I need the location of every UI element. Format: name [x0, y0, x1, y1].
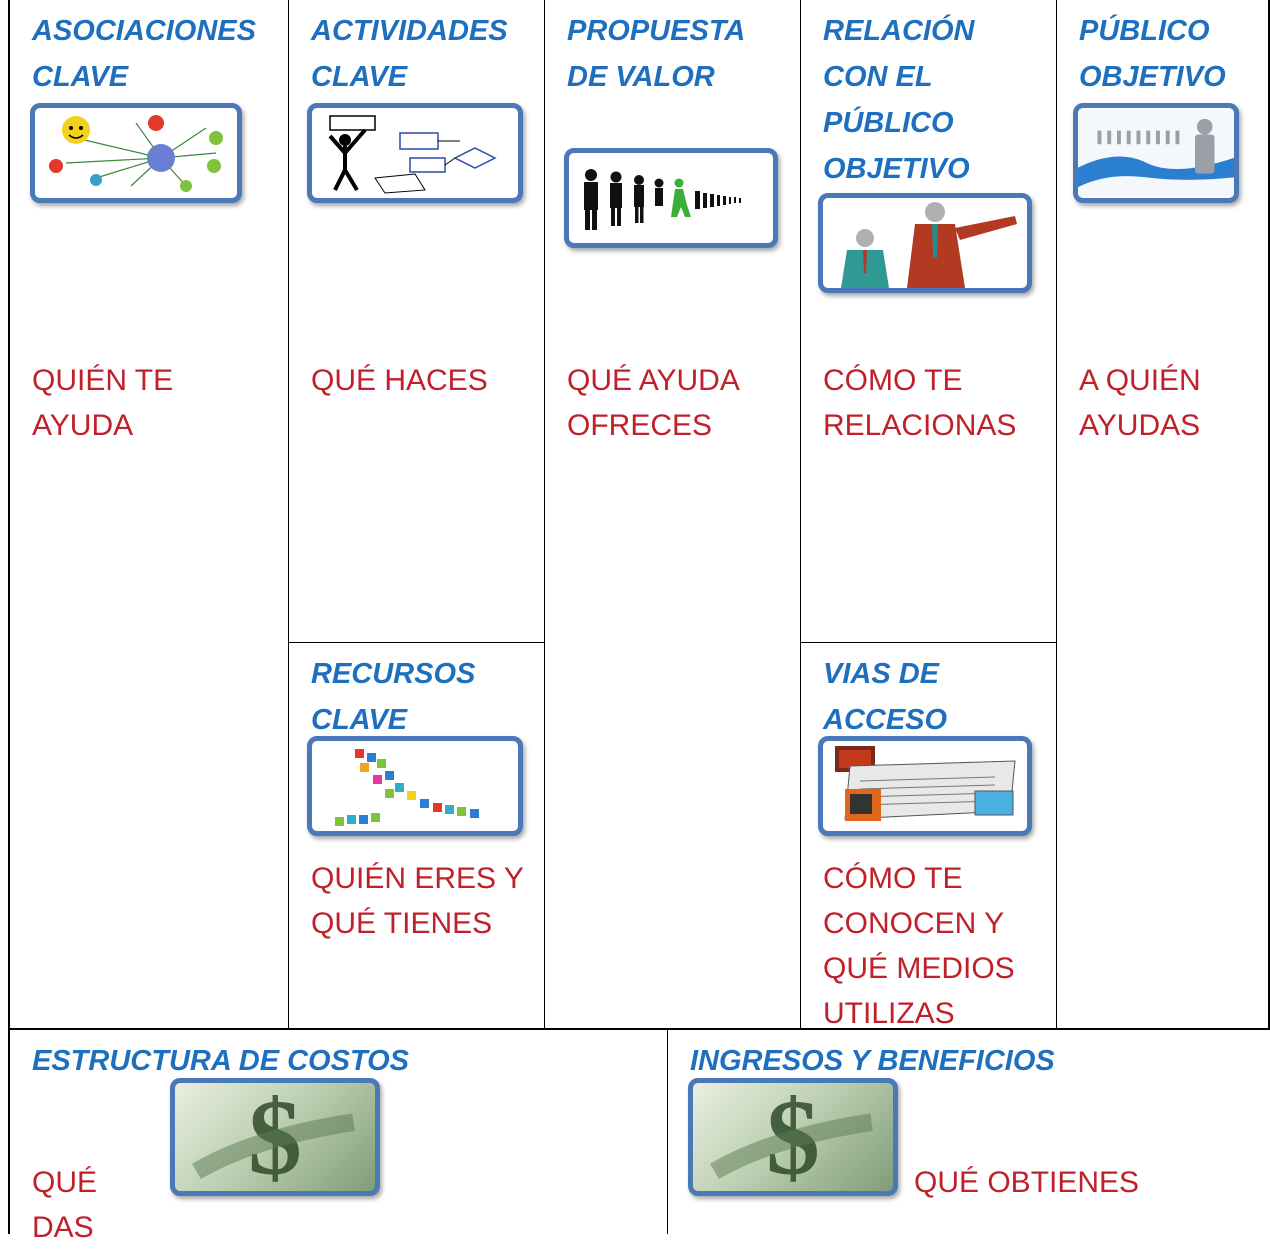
dollar-sign-icon: $ — [688, 1078, 898, 1196]
cell-body: CÓMO TE RELACIONAS — [801, 350, 1056, 448]
people-queue-icon — [564, 148, 778, 248]
cell-body: A QUIÉN AYUDAS — [1057, 350, 1268, 448]
cell-ingresos-y-beneficios: INGRESOS Y BENEFICIOS — [668, 1030, 1268, 1234]
section-body: QUÉ HACES — [311, 364, 488, 397]
section-body: QUIÉN ERES Y — [311, 862, 524, 895]
grid-line — [1268, 0, 1270, 1030]
grid-line — [1056, 0, 1057, 1028]
dollar-sign-icon: $ — [170, 1078, 380, 1196]
cell-body: QUÉ DAS — [10, 1152, 170, 1250]
cell-body: QUIÉN TE AYUDA — [10, 350, 288, 448]
grid-line — [800, 642, 1056, 643]
cell-body: QUÉ HACES — [289, 350, 544, 403]
crowd-road-icon — [1073, 103, 1239, 203]
grid-line — [8, 0, 10, 1234]
grid-line — [8, 1028, 1270, 1030]
flowchart-icon — [307, 103, 523, 203]
section-body: QUÉ OBTIENES — [914, 1166, 1140, 1199]
section-body: UTILIZAS — [823, 997, 955, 1030]
section-title: ESTRUCTURA DE COSTOS — [32, 1045, 410, 1077]
cell-body: QUÉ AYUDA OFRECES — [545, 350, 800, 448]
media-newspaper-tv-icon — [818, 736, 1032, 836]
section-body: CONOCEN Y — [823, 907, 1005, 940]
cell-body: CÓMO TE CONOCEN Y QUÉ MEDIOS UTILIZAS — [801, 848, 1056, 1036]
section-body: QUIÉN TE — [32, 364, 174, 397]
section-body: OFRECES — [567, 409, 713, 442]
section-body: QUÉ AYUDA — [567, 364, 740, 397]
section-body: CÓMO TE — [823, 862, 963, 895]
section-body: QUÉ MEDIOS — [823, 952, 1015, 985]
cell-body: QUIÉN ERES Y QUÉ TIENES — [289, 848, 544, 946]
section-body: A QUIÉN — [1079, 364, 1201, 397]
section-body: AYUDAS — [1079, 409, 1201, 442]
section-title: INGRESOS Y BENEFICIOS — [690, 1045, 1055, 1077]
grid-line — [544, 0, 545, 1028]
grid-line — [288, 642, 544, 643]
businessmen-icon — [818, 193, 1032, 293]
grid-line — [288, 0, 289, 1028]
grid-line — [800, 0, 801, 1028]
section-body: QUÉ TIENES — [311, 907, 493, 940]
grid-line — [667, 1030, 668, 1234]
cell-estructura-de-costos: ESTRUCTURA DE COSTOS — [10, 1030, 667, 1234]
section-body: CÓMO TE — [823, 364, 963, 397]
section-body: RELACIONAS — [823, 409, 1017, 442]
network-smileys-icon — [30, 103, 242, 203]
section-body: AYUDA — [32, 409, 134, 442]
puzzle-pieces-icon — [307, 736, 523, 836]
cell-body: QUÉ OBTIENES — [898, 1152, 1258, 1205]
section-body: QUÉ DAS — [32, 1166, 98, 1244]
